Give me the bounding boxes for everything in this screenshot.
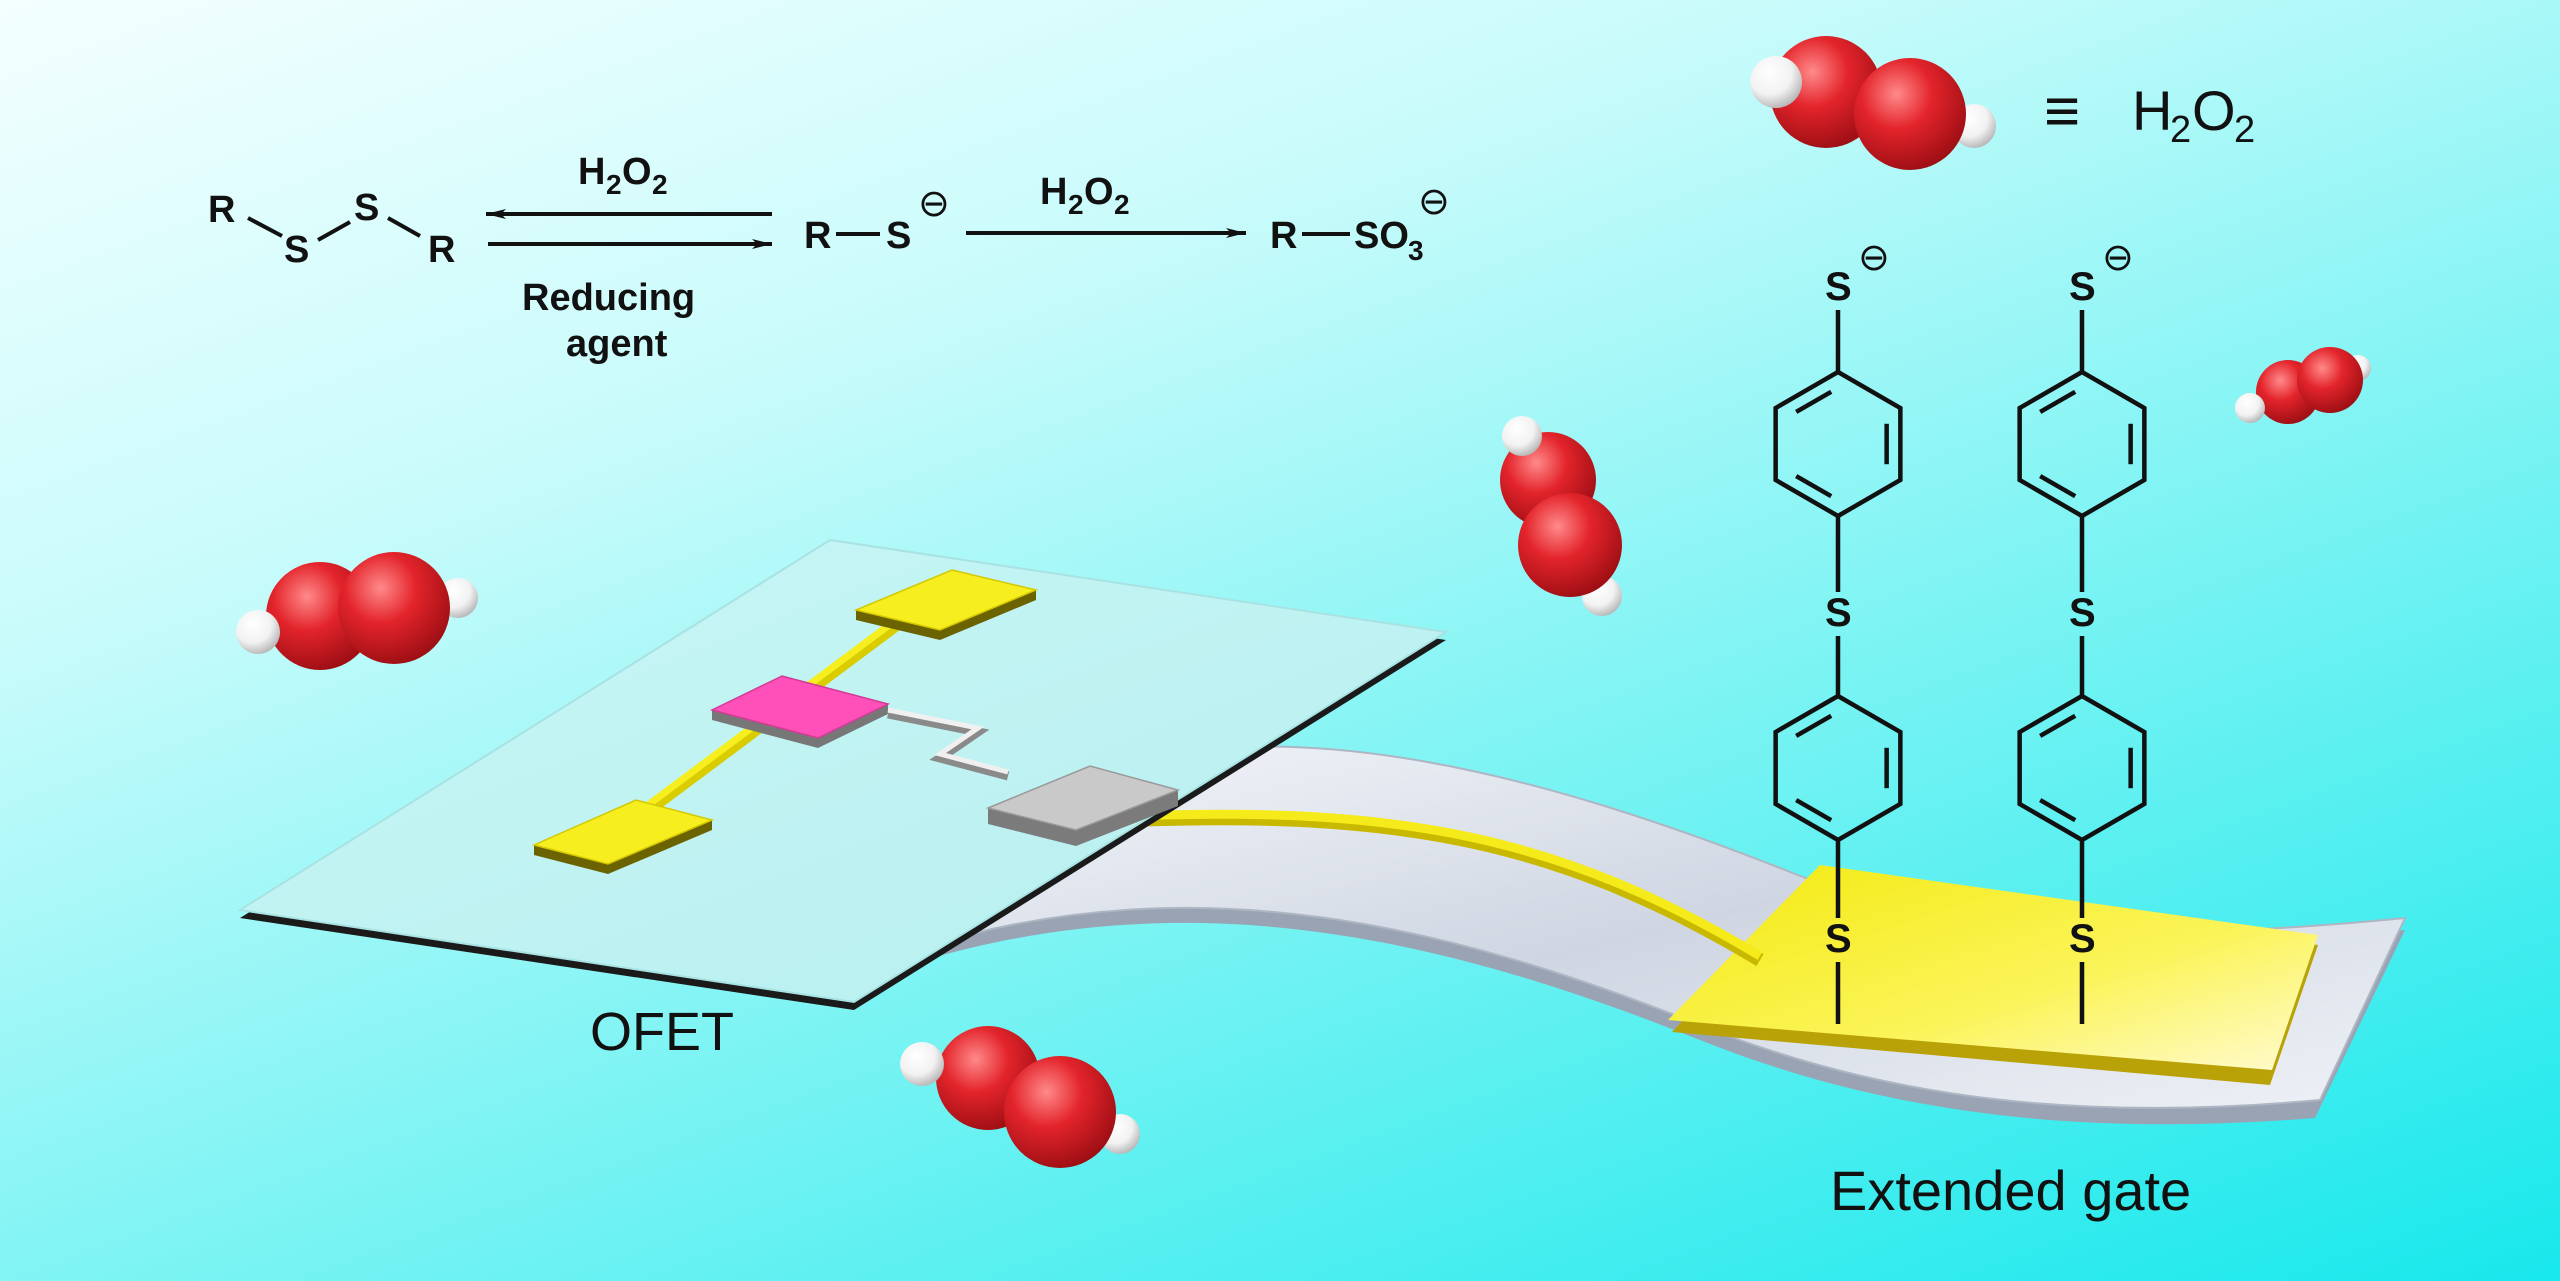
h2o2-label-1-o: O [622,151,652,193]
ofet-pink-gate-pad [709,675,891,748]
sam-molecule-b: S⊖SS [2017,237,2147,1024]
reaction-scheme: R S S R H 2 O 2 Reducing agent R S ⊖ H 2… [208,151,1450,365]
h2o2-label-2-sub2: 2 [1114,189,1130,220]
sulfonate-so: SO [1354,215,1409,257]
h2o2-molecule-3 [900,1026,1140,1168]
sulfonate-charge: ⊖ [1418,181,1450,223]
disulfide-r2: R [428,229,455,271]
sam-molecules: S⊖SSS⊖SS [1773,237,2147,1024]
reducing-label: Reducing [522,277,695,319]
ofet-gold-pad-top [853,569,1039,640]
sulfonate: R SO 3 ⊖ [1270,181,1450,266]
equivalence-symbol: ≡ [2044,77,2080,146]
h2o2-molecule-1 [236,552,478,670]
thiolate-r: R [804,215,831,257]
ofet-gold-pad-bottom [531,799,715,874]
sulfonate-sub3: 3 [1408,235,1424,266]
h2o2-legend: ≡ H 2 O 2 [2044,77,2255,151]
ofet-substrate [237,538,1449,1010]
ofet-grey-contact-pad [985,765,1181,846]
molecule-anchor-s: S [1825,917,1852,961]
h2o2-label-2-o: O [1084,171,1114,213]
agent-label: agent [566,323,668,365]
ofet-silver-wire [887,709,1010,781]
thiolate-s: S [886,215,911,257]
extended-gate-label: Extended gate [1830,1159,2191,1222]
sulfonate-r: R [1270,215,1297,257]
legend-o: O [2192,79,2236,142]
thiolate-charge: ⊖ [918,183,950,225]
h2o2-molecule-2 [1500,416,1622,616]
h2o2-label-2-sub: 2 [1068,189,1084,220]
h2o2-label-1-sub: 2 [606,169,622,200]
h2o2-label-2-h: H [1040,171,1067,213]
h2o2-label-1-sub2: 2 [652,169,668,200]
legend-sub2-a: 2 [2170,109,2191,151]
molecule-top-charge: ⊖ [1858,237,1890,279]
legend-h: H [2132,79,2172,142]
disulfide: R S S R [208,187,455,271]
disulfide-r1: R [208,189,235,231]
disulfide-s1: S [284,229,309,271]
h2o2-label-1-h: H [578,151,605,193]
molecule-mid-s: S [1825,591,1852,635]
sam-molecule-a: S⊖SS [1773,237,1903,1024]
molecule-anchor-s: S [2069,917,2096,961]
h2o2-molecule-4 [1750,36,1996,170]
ofet-label: OFET [590,1002,734,1062]
legend-sub2-b: 2 [2234,109,2255,151]
h2o2-molecule-5 [2235,347,2371,424]
disulfide-s2: S [354,187,379,229]
molecule-top-s: S [1825,265,1852,309]
thiolate: R S ⊖ [804,183,950,257]
molecule-top-s: S [2069,265,2096,309]
gold-gate-electrode [1668,865,2318,1085]
molecule-top-charge: ⊖ [2102,237,2134,279]
molecule-mid-s: S [2069,591,2096,635]
